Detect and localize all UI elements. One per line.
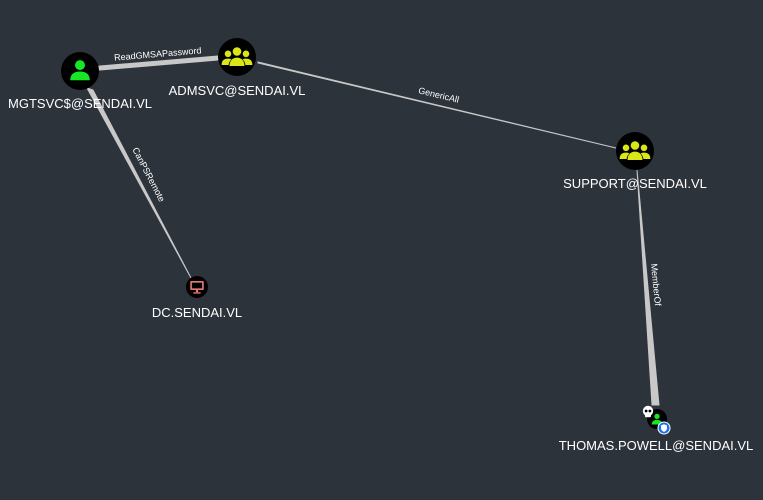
node-dc[interactable]: DC.SENDAI.VL [152, 276, 242, 320]
node-support-circle[interactable] [616, 132, 654, 170]
edge-member-of-label: MemberOf [649, 263, 663, 307]
node-mgtsvc[interactable]: MGTSVC$@SENDAI.VL [8, 52, 152, 111]
skull-icon [642, 405, 654, 418]
node-mgtsvc-circle[interactable] [61, 52, 99, 90]
edge-can-ps-remote[interactable]: CanPSRemote [85, 87, 192, 279]
edge-member-of-line[interactable] [636, 169, 660, 406]
node-admsvc-circle[interactable] [218, 38, 256, 76]
edge-read-gmsa-password[interactable]: ReadGMSAPassword [97, 45, 221, 71]
node-dc-label: DC.SENDAI.VL [152, 305, 242, 320]
nodes-layer: MGTSVC$@SENDAI.VL ADMSVC@SENDAI.VL SUPPO… [8, 38, 753, 453]
node-thomas[interactable]: THOMAS.POWELL@SENDAI.VL [559, 405, 754, 453]
node-support[interactable]: SUPPORT@SENDAI.VL [563, 132, 707, 191]
node-mgtsvc-label: MGTSVC$@SENDAI.VL [8, 96, 152, 111]
node-admsvc[interactable]: ADMSVC@SENDAI.VL [169, 38, 306, 98]
edge-member-of[interactable]: MemberOf [636, 169, 663, 406]
edge-can-ps-remote-line[interactable] [85, 87, 192, 279]
edge-generic-all[interactable]: GenericAll [257, 61, 617, 149]
shield-icon [657, 421, 671, 435]
node-admsvc-label: ADMSVC@SENDAI.VL [169, 83, 306, 98]
edge-read-gmsa-password-line[interactable] [97, 55, 221, 71]
node-thomas-label: THOMAS.POWELL@SENDAI.VL [559, 438, 754, 453]
edge-generic-all-line[interactable] [257, 61, 617, 149]
node-support-label: SUPPORT@SENDAI.VL [563, 176, 707, 191]
edges-layer: ReadGMSAPassword GenericAll CanPSRemote … [85, 45, 663, 406]
